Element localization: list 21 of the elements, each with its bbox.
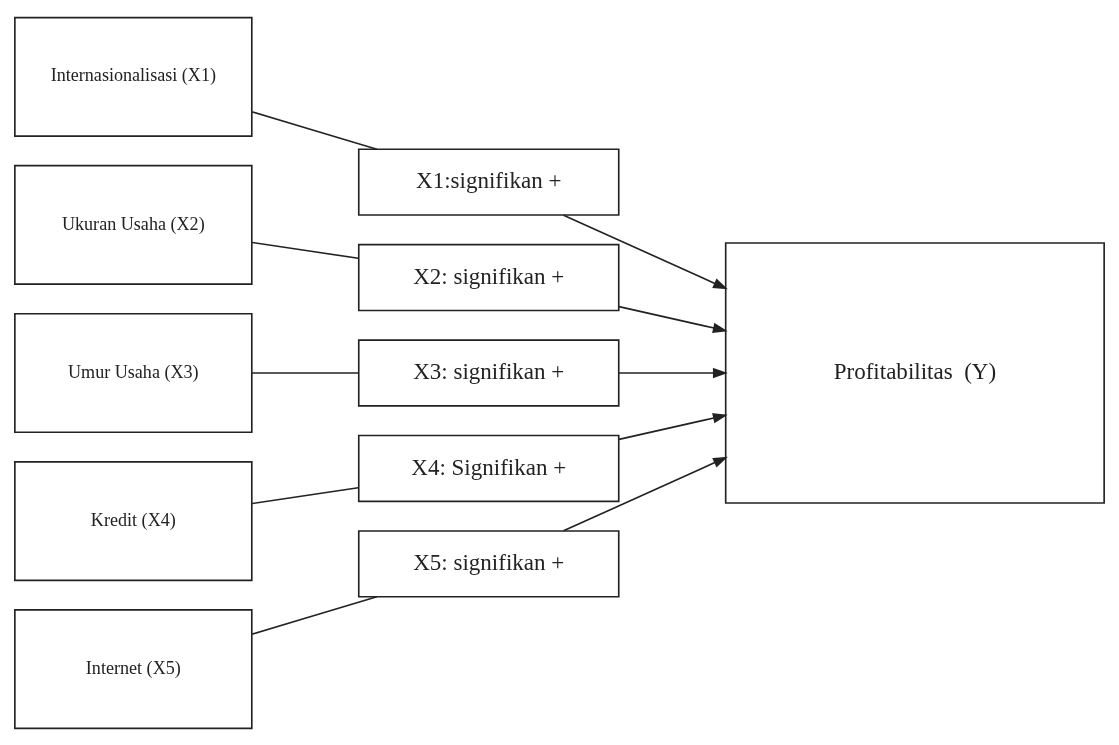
connector	[251, 371, 360, 374]
node-box: Internasionalisasi (X1)	[14, 16, 253, 137]
arrow	[618, 367, 728, 378]
connector	[251, 595, 378, 635]
connector	[251, 110, 378, 150]
connector	[251, 486, 360, 504]
arrow	[618, 412, 728, 440]
node-box: Ukuran Usaha (X2)	[14, 164, 253, 285]
connector	[251, 241, 360, 259]
node-box: Profitabilitas (Y)	[724, 241, 1105, 504]
node-box: X4: Signifikan +	[357, 434, 620, 502]
arrow	[562, 213, 728, 289]
node-box: Internet (X5)	[14, 608, 253, 729]
node-box: X3: signifikan +	[357, 338, 620, 407]
node-box: Kredit (X4)	[14, 460, 253, 581]
arrow	[618, 305, 728, 333]
node-box: X5: signifikan +	[357, 529, 620, 598]
arrow	[562, 456, 728, 532]
node-box: X1:signifikan +	[357, 147, 620, 216]
node-box: Umur Usaha (X3)	[14, 312, 253, 433]
node-box: X2: signifikan +	[357, 243, 620, 311]
